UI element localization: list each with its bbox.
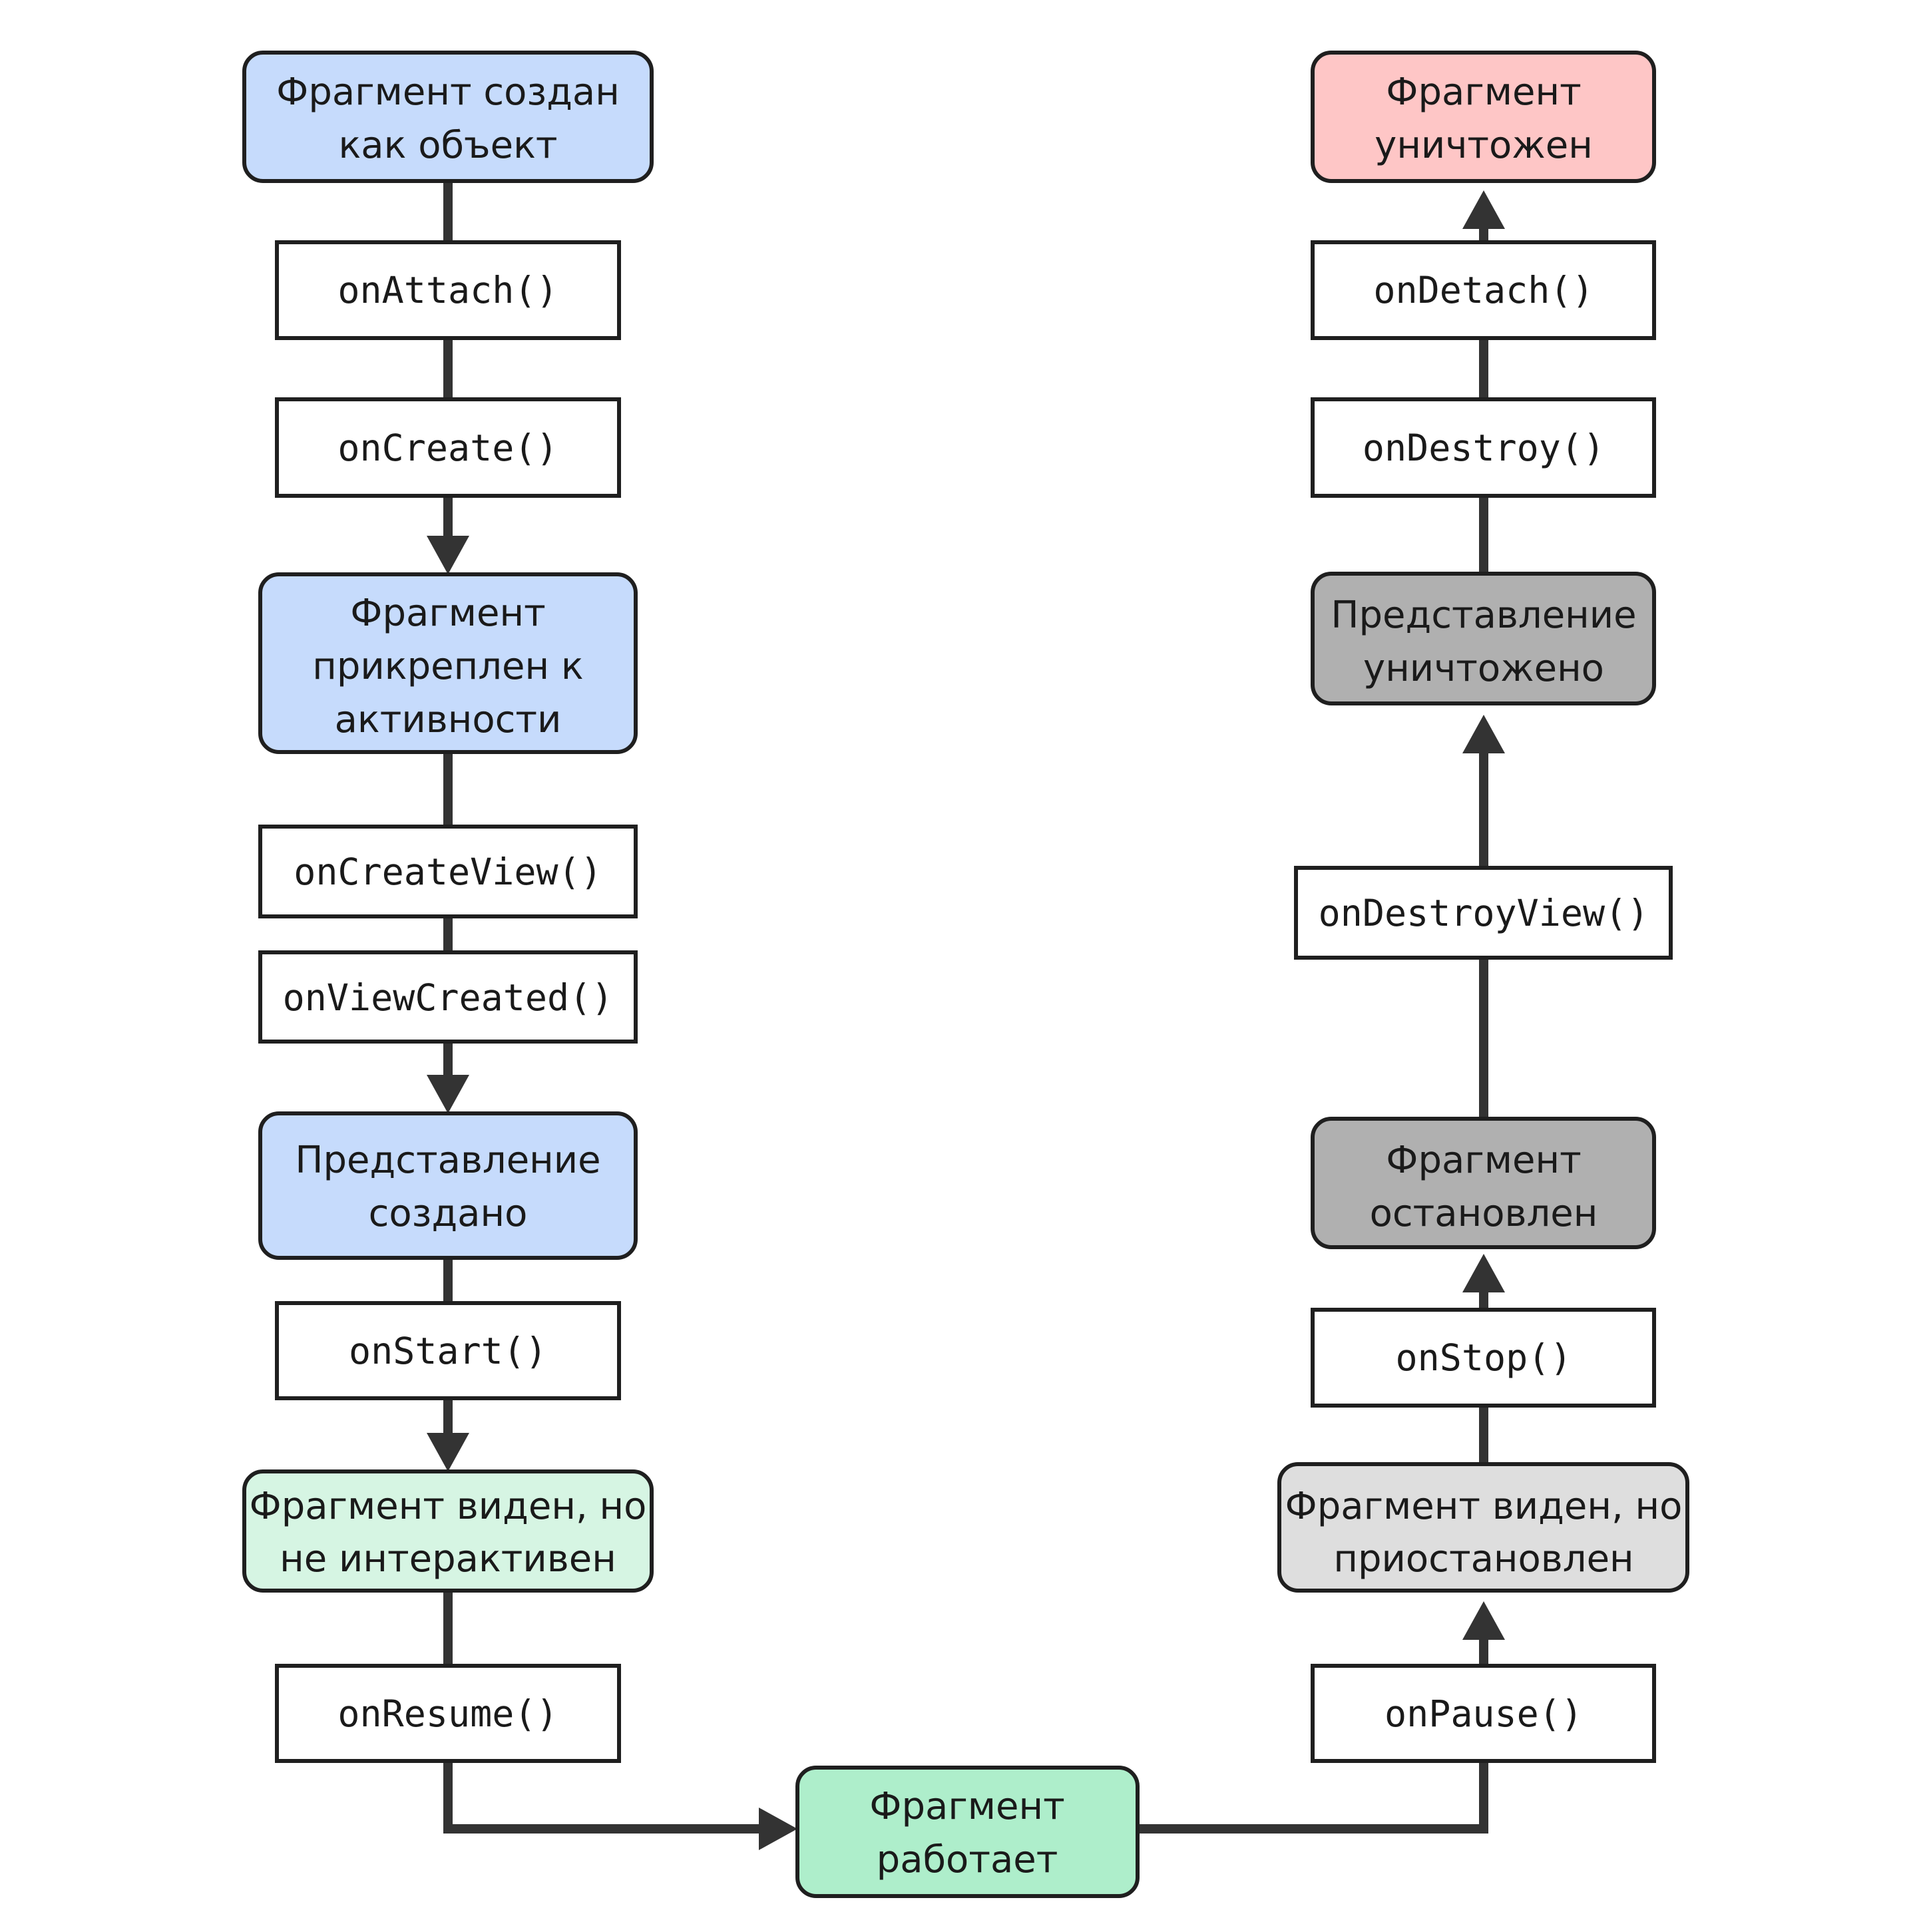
method-on-pause: onPause() [1311,1664,1656,1763]
state-label-line1: Представление [295,1139,600,1182]
method-box [1311,397,1656,498]
arrowheads [427,190,1505,1850]
method-on-attach: onAttach() [275,240,621,340]
state-box [1311,572,1656,705]
connector-running-to-pause [1138,1761,1488,1834]
state-label-line1: Фрагмент виден, но [250,1485,647,1528]
state-label-line1: Фрагмент создан [276,71,620,114]
state-visible-not-interactive: Фрагмент виден, но не интерактивен [242,1469,654,1593]
arrowhead-down-icon [427,536,469,574]
method-label: onCreateView() [294,851,602,893]
method-on-destroy-view: onDestroyView() [1294,866,1673,960]
method-label: onViewCreated() [283,976,614,1019]
method-label: onDestroy() [1363,427,1605,469]
method-label: onDetach() [1373,269,1594,311]
arrowhead-right-icon [759,1808,797,1850]
state-box [258,572,638,754]
state-running: Фрагмент работает [795,1766,1140,1898]
state-label-line1: Представление [1331,594,1636,637]
state-box [795,1766,1140,1898]
state-label-line1: Фрагмент [1386,71,1581,114]
state-label-line1: Фрагмент [869,1785,1064,1828]
method-box [275,397,621,498]
state-label-line2: приостановлен [1333,1537,1633,1581]
state-label-line2: не интерактивен [280,1537,616,1581]
method-box [275,1664,621,1763]
state-box [1311,51,1656,183]
state-attached: Фрагмент прикреплен к активности [258,572,638,754]
arrowhead-up-icon [1462,1254,1505,1292]
state-label-line1: Фрагмент [1386,1139,1581,1182]
method-on-create: onCreate() [275,397,621,498]
method-box [1294,866,1673,960]
method-box [275,1301,621,1400]
arrowhead-up-icon [1462,715,1505,753]
connector-resume-to-running [443,1761,765,1834]
arrowhead-down-icon [427,1433,469,1471]
state-box [242,51,654,183]
state-view-created: Представление создано [258,1111,638,1260]
state-view-destroyed: Представление уничтожено [1311,572,1656,705]
method-label: onStart() [349,1330,547,1372]
method-label: onDestroyView() [1319,892,1649,934]
method-on-resume: onResume() [275,1664,621,1763]
method-on-view-created: onViewCreated() [258,950,638,1044]
method-box [258,825,638,918]
state-box [1311,1117,1656,1249]
method-on-stop: onStop() [1311,1308,1656,1408]
method-label: onCreate() [337,427,558,469]
state-label-line3: активности [335,698,562,741]
state-label-line2: уничтожено [1363,647,1604,690]
state-visible-paused: Фрагмент виден, но приостановлен [1277,1462,1689,1593]
method-box [1311,240,1656,340]
method-on-detach: onDetach() [1311,240,1656,340]
state-box [1277,1462,1689,1593]
state-stopped: Фрагмент остановлен [1311,1117,1656,1249]
method-box [1311,1308,1656,1408]
arrowhead-down-icon [427,1075,469,1113]
method-box [1311,1664,1656,1763]
arrowhead-up-icon [1462,190,1505,229]
state-label-line1: Фрагмент [350,592,545,635]
state-label-line2: работает [877,1838,1058,1881]
state-label-line2: уничтожен [1375,124,1593,167]
state-label-line2: создано [369,1192,528,1235]
method-label: onPause() [1385,1692,1583,1735]
state-label-line2: прикреплен к [312,645,583,688]
state-label-line2: остановлен [1370,1192,1598,1235]
state-label-line2: как объект [338,124,557,167]
state-destroyed: Фрагмент уничтожен [1311,51,1656,183]
state-label-line1: Фрагмент виден, но [1285,1485,1683,1528]
state-box [258,1111,638,1260]
method-on-start: onStart() [275,1301,621,1400]
method-box [258,950,638,1044]
method-on-destroy: onDestroy() [1311,397,1656,498]
method-label: onStop() [1396,1336,1572,1379]
method-label: onAttach() [337,269,558,311]
arrowhead-up-icon [1462,1601,1505,1640]
method-label: onResume() [337,1692,558,1735]
method-on-create-view: onCreateView() [258,825,638,918]
method-box [275,240,621,340]
state-box [242,1469,654,1593]
state-created-object: Фрагмент создан как объект [242,51,654,183]
